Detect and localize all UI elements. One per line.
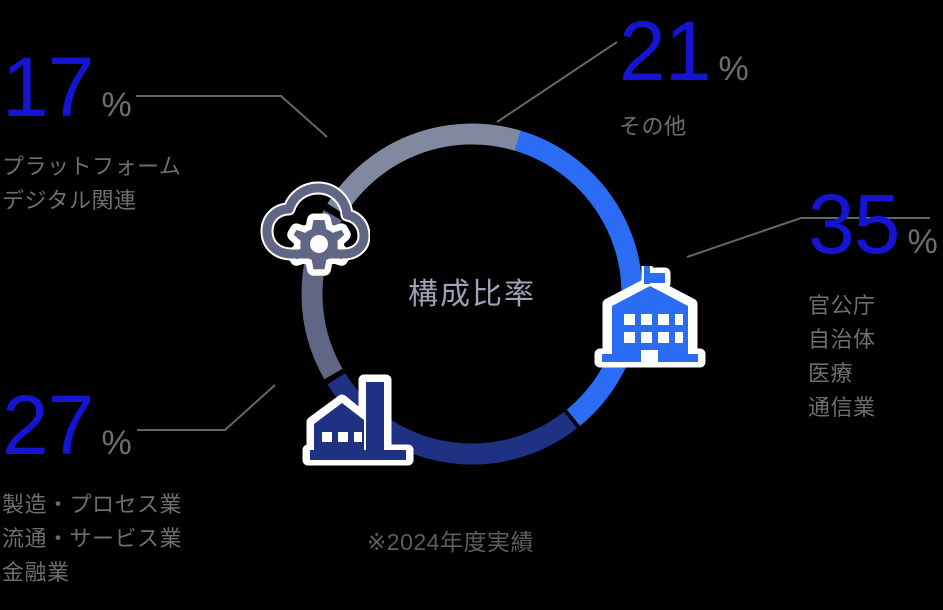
chart-center-label: 構成比率 — [408, 278, 536, 311]
description-line: 金融業 — [2, 559, 70, 585]
description-line: プラットフォーム — [2, 153, 182, 179]
percent-symbol-platform: % — [101, 86, 132, 124]
callout-platform: 17 % プラットフォーム デジタル関連 — [2, 40, 181, 218]
donut-segment-other — [301, 123, 643, 465]
callout-description-government: 官公庁 自治体 医療 通信業 — [808, 289, 938, 425]
description-line: デジタル関連 — [2, 187, 137, 213]
factory-icon — [302, 362, 414, 474]
description-line: その他 — [619, 113, 687, 139]
cloud-gear-icon — [258, 176, 370, 288]
percent-value-other: 21 — [619, 4, 711, 98]
description-line: 製造・プロセス業 — [2, 491, 183, 517]
percent-value-manufacturing: 27 — [2, 378, 94, 472]
callout-description-manufacturing: 製造・プロセス業 流通・サービス業 金融業 — [2, 488, 182, 590]
percent-value-government: 35 — [808, 177, 900, 271]
percent-row-other: 21 % — [619, 4, 749, 98]
footnote: ※2024年度実績 — [367, 529, 534, 555]
percent-row-platform: 17 % — [2, 40, 181, 134]
description-line: 自治体 — [808, 326, 876, 352]
callout-description-platform: プラットフォーム デジタル関連 — [2, 150, 181, 218]
percent-symbol-government: % — [907, 223, 938, 261]
description-line: 通信業 — [808, 395, 876, 421]
percent-symbol-manufacturing: % — [101, 424, 132, 462]
percent-symbol-other: % — [718, 50, 749, 88]
description-line: 官公庁 — [808, 292, 876, 318]
description-line: 流通・サービス業 — [2, 525, 183, 551]
government-building-icon — [594, 258, 706, 370]
callout-government: 35 % 官公庁 自治体 医療 通信業 — [808, 177, 938, 425]
callout-manufacturing: 27 % 製造・プロセス業 流通・サービス業 金融業 — [2, 378, 182, 590]
description-line: 医療 — [808, 360, 854, 386]
percent-row-manufacturing: 27 % — [2, 378, 182, 472]
percent-value-platform: 17 — [2, 40, 94, 134]
callout-other: 21 % その他 — [619, 4, 749, 144]
percent-row-government: 35 % — [808, 177, 938, 271]
callout-description-other: その他 — [619, 110, 749, 144]
